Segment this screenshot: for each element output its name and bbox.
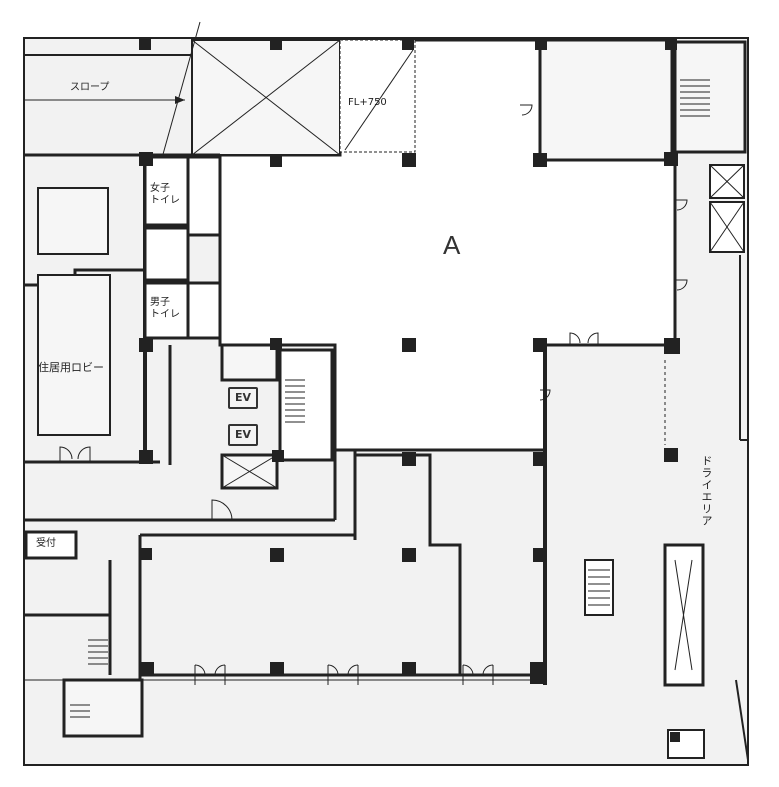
womens-toilet-label: 女子 トイレ bbox=[150, 183, 180, 206]
left-room-upper bbox=[37, 187, 109, 255]
mens-toilet-label: 男子 トイレ bbox=[150, 297, 180, 320]
doors bbox=[59, 104, 688, 685]
lower-rooms bbox=[24, 345, 547, 685]
fl750-label: FL+750 bbox=[348, 97, 387, 108]
elevator-1: EV bbox=[228, 387, 258, 409]
slope-label: スロープ bbox=[70, 82, 110, 93]
core bbox=[24, 343, 357, 540]
dry-area bbox=[584, 255, 749, 761]
room-a-label: A bbox=[443, 230, 461, 260]
fl750-area bbox=[339, 39, 416, 153]
right-stairs bbox=[673, 40, 747, 253]
resident-lobby-label: 住居用ロビー bbox=[38, 361, 104, 374]
void-area bbox=[191, 39, 341, 156]
slope-ramp bbox=[24, 21, 220, 166]
columns bbox=[139, 38, 680, 684]
room-top-right bbox=[538, 38, 674, 162]
dry-area-label: ドライエリア bbox=[700, 455, 713, 527]
toilet-block bbox=[143, 155, 222, 340]
elevator-2: EV bbox=[228, 424, 258, 446]
resident-lobby-room bbox=[37, 274, 111, 436]
reception-area bbox=[24, 530, 144, 738]
reception-label: 受付 bbox=[36, 538, 56, 549]
